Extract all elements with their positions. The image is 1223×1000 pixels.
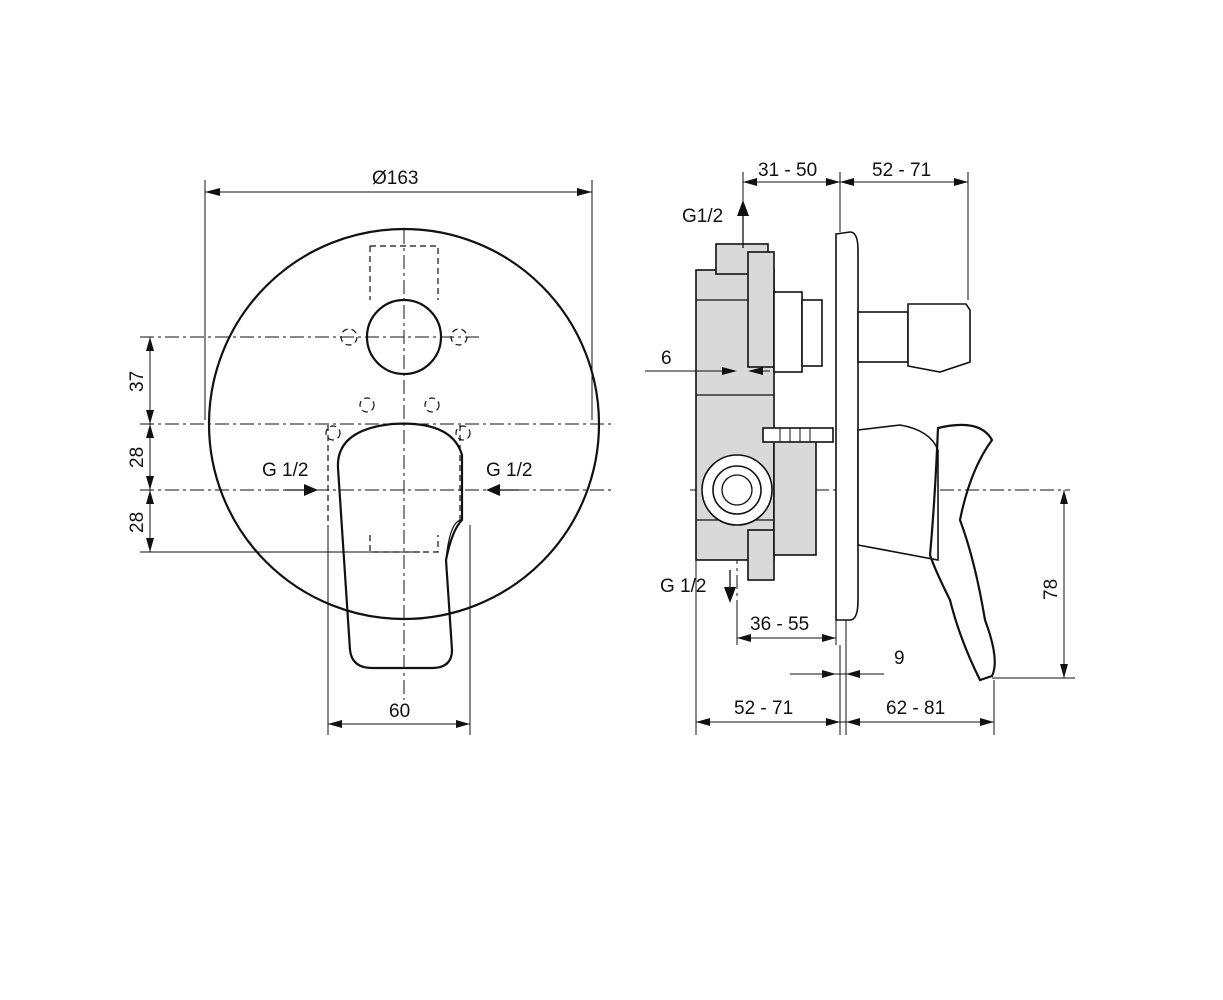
lever-side xyxy=(857,424,939,561)
front-view: G 1/2 G 1/2 Ø163 37 28 28 60 xyxy=(127,168,615,735)
diverter-spindle xyxy=(857,311,909,363)
depth-top-right: 52 - 71 xyxy=(872,160,931,181)
outlet-arrow-bottom xyxy=(724,587,736,603)
lever-inner-line xyxy=(445,519,463,561)
inlet-arrow-right xyxy=(486,484,500,496)
lever-height-dimension: 78 xyxy=(1041,579,1062,600)
depth-bottom-right: 62 - 81 xyxy=(886,698,945,719)
diverter-knob-side xyxy=(907,303,971,373)
mount-ear-left xyxy=(340,328,358,346)
dimension-28-upper: 28 xyxy=(127,447,148,468)
dimension-37: 37 xyxy=(127,371,148,392)
outlet-label-top: G1/2 xyxy=(682,206,723,227)
outlet-label-bottom: G 1/2 xyxy=(660,576,706,597)
side-view: G1/2 G 1/2 31 - 50 52 - 71 6 36 - 55 xyxy=(645,160,1075,735)
mount-ear-right xyxy=(450,328,468,346)
lever-handle xyxy=(336,422,464,670)
diverter-knob xyxy=(365,298,443,376)
body-flange-top xyxy=(747,251,775,368)
plate-thickness: 9 xyxy=(894,648,905,669)
lever-handle-side xyxy=(928,423,996,682)
inlet-arrow-left xyxy=(304,484,318,496)
mount-ear-bottom-right xyxy=(455,425,471,441)
depth-bottom-left: 52 - 71 xyxy=(734,698,793,719)
dimension-28-lower: 28 xyxy=(127,512,148,533)
inlet-label-right: G 1/2 xyxy=(486,460,532,481)
hidden-valve-body xyxy=(327,245,461,553)
lever-width-dimension: 60 xyxy=(389,701,410,722)
depth-lower: 36 - 55 xyxy=(750,614,809,635)
depth-top-left: 31 - 50 xyxy=(758,160,817,181)
mount-ear-lower-right xyxy=(424,397,440,413)
mount-ear-bottom-left xyxy=(325,425,341,441)
wall-offset-dimension: 6 xyxy=(661,348,672,369)
body-flange-bottom xyxy=(747,529,775,581)
diameter-dimension: Ø163 xyxy=(372,168,418,189)
inlet-label-left: G 1/2 xyxy=(262,460,308,481)
cover-plate-side xyxy=(835,231,859,621)
mount-ear-lower-left xyxy=(359,397,375,413)
